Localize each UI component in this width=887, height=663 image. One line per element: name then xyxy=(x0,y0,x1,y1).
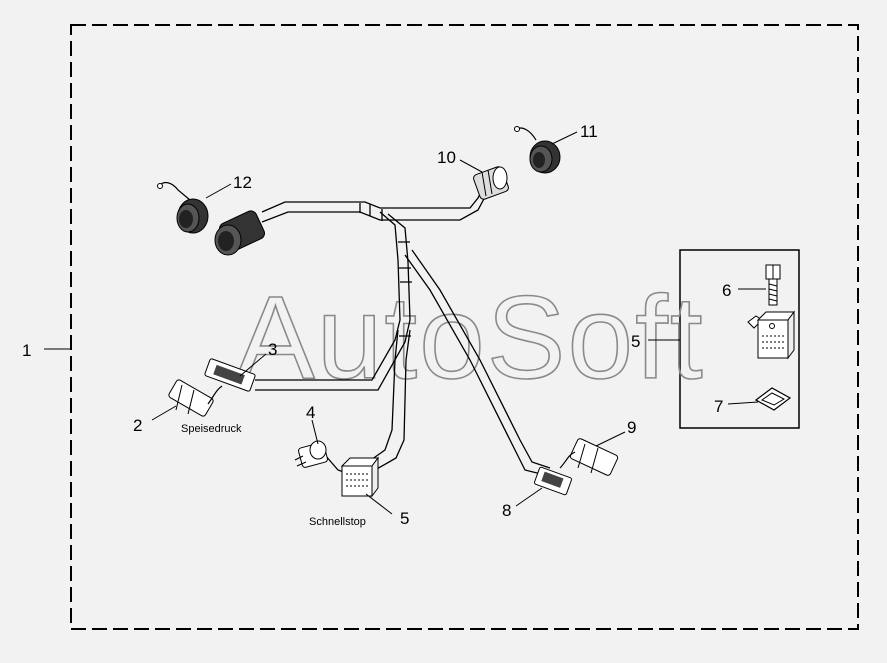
callout-3: 3 xyxy=(268,340,277,359)
callout-10: 10 xyxy=(437,148,456,167)
callout-8: 8 xyxy=(502,501,511,520)
connector-9 xyxy=(559,438,619,476)
solenoid-5-detail xyxy=(747,310,795,360)
solenoid-5-quick-stop xyxy=(340,456,379,498)
callout-12: 12 xyxy=(233,173,252,192)
caption-quick-stop: Schnellstop xyxy=(309,516,366,528)
connector-2 xyxy=(168,379,223,417)
round-plug-12-harness-end xyxy=(214,210,265,256)
connector-3 xyxy=(204,358,256,392)
cap-11 xyxy=(514,126,561,174)
sensor-4 xyxy=(294,440,328,468)
connector-8 xyxy=(534,466,572,496)
watermark: AutoSoft xyxy=(236,272,705,404)
caption-feed-pressure: Speisedruck xyxy=(181,423,242,435)
callout-5-quick-stop: 5 xyxy=(400,509,409,528)
assembly-frame xyxy=(70,24,859,630)
leader-lines xyxy=(44,131,766,515)
callout-11: 11 xyxy=(580,122,598,141)
callout-5-detail: 5 xyxy=(631,332,640,351)
callout-4: 4 xyxy=(306,403,315,422)
connector-10 xyxy=(473,166,509,200)
bolt-6 xyxy=(765,264,781,306)
callout-1: 1 xyxy=(22,341,31,360)
callout-9: 9 xyxy=(627,418,636,437)
callout-7: 7 xyxy=(714,397,723,416)
gasket-7 xyxy=(754,387,792,411)
detail-frame xyxy=(679,249,800,429)
callout-6: 6 xyxy=(722,281,731,300)
cap-12 xyxy=(157,181,209,234)
callout-2: 2 xyxy=(133,416,142,435)
